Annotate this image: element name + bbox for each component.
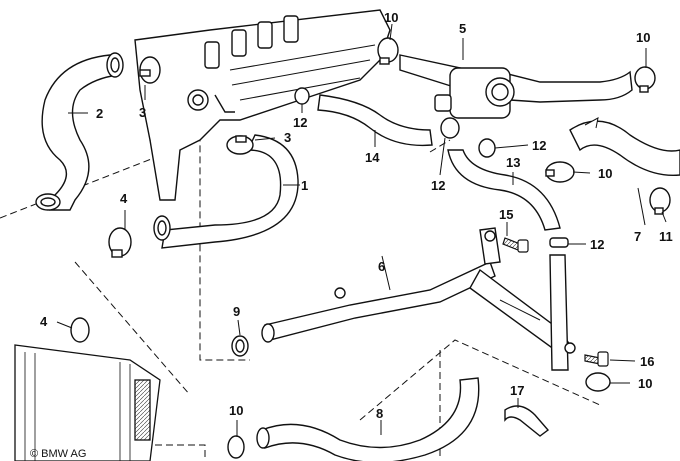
hose-14 xyxy=(317,94,433,147)
hose-1 xyxy=(153,134,299,249)
copyright-text: © BMW AG xyxy=(30,448,86,460)
clamp-10b xyxy=(634,66,656,93)
clamp-3a xyxy=(139,56,161,84)
clamp-4b xyxy=(70,317,90,343)
callout-12b: 12 xyxy=(532,138,546,153)
callout-5: 5 xyxy=(459,21,466,36)
hose-13 xyxy=(447,149,561,231)
callout-3b: 3 xyxy=(284,130,291,145)
bolt-16 xyxy=(584,351,609,367)
clamp-10e xyxy=(227,435,245,459)
callout-4a: 4 xyxy=(120,191,128,206)
callout-10b: 10 xyxy=(636,30,650,45)
callout-6: 6 xyxy=(378,259,385,274)
hose-7 xyxy=(569,117,680,177)
callout-14: 14 xyxy=(365,150,380,165)
callout-11: 11 xyxy=(659,229,673,244)
callout-10c: 10 xyxy=(598,166,612,181)
callout-13: 13 xyxy=(506,155,520,170)
clamps xyxy=(70,37,671,459)
hose-2 xyxy=(35,52,124,211)
bolt-15 xyxy=(502,237,529,253)
radiator xyxy=(14,344,161,461)
hose-8 xyxy=(256,377,480,461)
cylinder-head xyxy=(134,9,391,201)
callout-12d: 12 xyxy=(590,237,604,252)
callout-2: 2 xyxy=(96,106,103,121)
callout-16: 16 xyxy=(640,354,654,369)
clamp-10c xyxy=(545,161,575,183)
clamp-17 xyxy=(504,405,550,437)
clamp-3b xyxy=(226,135,254,155)
callout-15: 15 xyxy=(499,207,513,222)
callout-8: 8 xyxy=(376,406,383,421)
callout-10e: 10 xyxy=(229,403,243,418)
callout-10d: 10 xyxy=(638,376,652,391)
callout-10a: 10 xyxy=(384,10,398,25)
callout-7: 7 xyxy=(634,229,641,244)
callout-12a: 12 xyxy=(293,115,307,130)
clamp-4a xyxy=(108,227,132,258)
clamp-10a xyxy=(377,37,399,65)
clamp-12c xyxy=(478,138,496,158)
leader-lines xyxy=(56,23,667,437)
callout-17: 17 xyxy=(510,383,524,398)
callout-9: 9 xyxy=(233,304,240,319)
throttle-body-5 xyxy=(399,54,633,119)
callout-12c: 12 xyxy=(431,178,445,193)
o-ring-9 xyxy=(231,335,249,357)
clamp-12d xyxy=(549,237,569,248)
callout-4b: 4 xyxy=(40,314,48,329)
callout-1: 1 xyxy=(301,178,308,193)
clamp-12b xyxy=(440,117,460,139)
callouts: 1 2 3 3 4 4 5 6 7 8 9 10 10 10 10 10 11 … xyxy=(40,10,673,421)
callout-3a: 3 xyxy=(139,105,146,120)
clamp-10d xyxy=(585,372,611,392)
clamp-11 xyxy=(649,187,671,215)
clamp-12a xyxy=(294,87,310,105)
pipe-6 xyxy=(261,227,576,371)
